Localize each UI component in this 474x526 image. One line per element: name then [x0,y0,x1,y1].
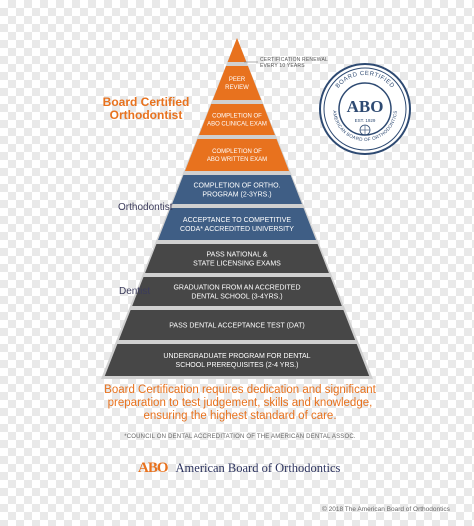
pyramid-level-label: GRADUATION FROM AN ACCREDITED [173,284,300,291]
pyramid-level-label: CODA* ACCREDITED UNIVERSITY [180,226,294,233]
pyramid-apex [227,38,247,62]
pyramid-level [118,310,356,340]
pyramid-level-label: REVIEW [225,85,249,91]
pyramid-level [104,344,370,376]
dentist-label: Dentist [119,286,151,297]
abo-logo-icon: ABO [138,460,168,476]
pyramid-level-label: PASS NATIONAL & [207,251,268,258]
pyramid-level-label: PROGRAM (2-3YRS.) [202,191,271,198]
renewal-note: CERTIFICATION RENEWAL EVERY 10 YEARS [260,57,328,69]
pyramid-level-label: UNDERGRADUATE PROGRAM FOR DENTAL [163,353,310,360]
seal-established: EST. 1929 [355,118,376,123]
pyramid-level [157,208,317,240]
footer-org-name: American Board of Orthodontics [175,461,341,475]
pyramid-level-label: ABO CLINICAL EXAM [207,122,267,128]
copyright-text: © 2018 The American Board of Orthodontic… [322,506,450,513]
pyramid-level [145,244,329,273]
footer-brand: ABO American Board of Orthodontics [138,460,340,477]
pyramid-level-label: ABO WRITTEN EXAM [207,157,267,163]
pyramid-level-label: COMPLETION OF ORTHO. [194,182,281,189]
seal-monogram: ABO [347,97,384,116]
pyramid-level-label: ACCEPTANCE TO COMPETITIVE [183,217,291,224]
pyramid-level [132,277,342,306]
footnote: *COUNCIL ON DENTAL ACCREDITATION OF THE … [124,434,356,440]
pyramid-level-label: SCHOOL PREREQUISITES (2-4 YRS.) [176,362,299,369]
pyramid-level-label: PEER [229,77,246,83]
pyramid-level-label: COMPLETION OF [212,114,262,120]
pyramid-level-label: DENTAL SCHOOL (3-4YRS.) [191,293,282,300]
tagline: Board Certification requires dedication … [104,384,376,422]
board-certified-label: Board Certified Orthodontist [102,95,190,122]
pyramid-level [212,66,262,100]
pyramid-level-label: STATE LICENSING EXAMS [193,260,281,267]
pyramid-level [184,139,290,171]
pyramid-level [199,104,275,135]
pyramid-level [172,175,302,204]
pyramid-level-label: PASS DENTAL ACCEPTANCE TEST (DAT) [169,322,305,329]
pyramid-level-label: COMPLETION OF [212,149,262,155]
orthodontist-label: Orthodontist [118,202,173,213]
abo-seal-icon: BOARD CERTIFIED AMERICAN BOARD OF ORTHOD… [319,63,411,155]
